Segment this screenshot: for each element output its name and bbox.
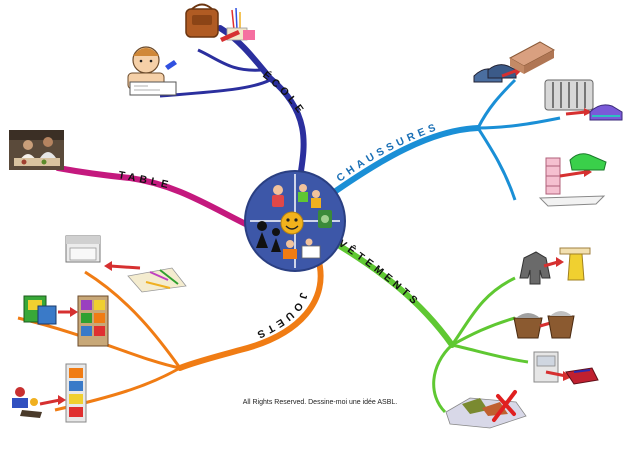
branch-vetements-sub (451, 343, 529, 364)
household-chores-hub-icon (256, 184, 332, 259)
branch-vetements-sub (432, 343, 454, 414)
branch-table: TABLE (55, 165, 261, 233)
central-hub (244, 170, 346, 272)
branch-chaussures: CHAUSSURES (327, 78, 561, 201)
branch-chaussures-sub (476, 78, 517, 129)
toy-boxes-shelf-icon (23, 295, 109, 347)
toys-to-shelf-icon (65, 235, 187, 293)
branch-vetements: VÊTEMENTS (327, 237, 529, 414)
branch-vetements-label: VÊTEMENTS (336, 237, 422, 309)
branch-jouets-sub (84, 270, 182, 369)
clogs-on-shoe-rack-icon (538, 153, 607, 207)
copyright-notice: All Rights Reserved. Dessine-moi une idé… (242, 399, 398, 406)
branch-vetements-sub (451, 316, 516, 347)
branch-ecole-label: ÉCOLE (260, 68, 308, 118)
branch-ecole: ÉCOLE (159, 25, 308, 198)
sneakers-to-box-icon (473, 41, 556, 83)
branch-chaussures-line (327, 125, 481, 198)
toys-to-cabinet-icon (12, 363, 87, 423)
shoes-on-radiator-icon (544, 79, 623, 121)
branch-chaussures-sub (476, 127, 517, 201)
child-drawing-icon (127, 46, 177, 96)
clothes-on-hook-icon (519, 247, 591, 285)
branch-chaussures-sub (477, 116, 561, 130)
laundry-basket-icon (513, 311, 575, 339)
branch-vetements-sub (450, 276, 516, 346)
branch-table-line (55, 165, 261, 233)
branch-ecole-sub (197, 48, 263, 72)
branch-chaussures-label: CHAUSSURES (334, 120, 441, 184)
clothes-on-floor-crossed-icon (445, 390, 527, 429)
branch-vetements-line (327, 237, 455, 348)
family-at-table-icon (9, 130, 64, 170)
schoolbag-icon (185, 3, 255, 42)
branch-ecole-line (217, 25, 307, 198)
branch-table-label: TABLE (117, 169, 173, 192)
clothes-in-drawer-icon (533, 351, 599, 385)
branch-jouets-line (177, 255, 324, 371)
